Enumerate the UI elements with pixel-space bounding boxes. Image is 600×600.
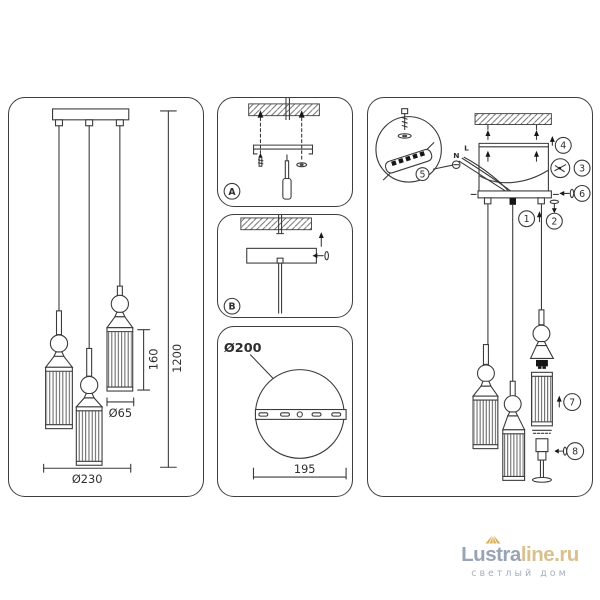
dim-fixture-diameter-label: Ø230 xyxy=(72,472,103,486)
lampshade-icon xyxy=(485,534,501,544)
dimension-total-height: 1200 xyxy=(159,110,184,468)
callout-1-label: 1 xyxy=(524,214,530,225)
screw-left xyxy=(257,110,264,167)
installation-panel: 4 3 N L 6 2 1 xyxy=(367,97,593,497)
pendant-right xyxy=(105,285,134,392)
callout-4-label: 4 xyxy=(560,141,566,152)
mounting-bracket xyxy=(253,144,314,155)
pendant-left xyxy=(44,310,74,430)
pendant-middle xyxy=(502,380,526,481)
wire-clamp-detail xyxy=(550,158,571,179)
step-b-drawing: B xyxy=(223,215,329,315)
ceiling-section xyxy=(248,98,320,121)
dim-bracket-length-label: 195 xyxy=(294,462,316,476)
callout-7-label: 7 xyxy=(569,397,575,408)
wire-live-label: L xyxy=(464,143,469,152)
brand-tagline: светлый дом xyxy=(471,567,569,579)
callout-3-label: 3 xyxy=(579,164,585,175)
step-b-panel: B xyxy=(217,214,353,318)
canopy-plate xyxy=(470,190,559,205)
dimension-shade-height: 160 xyxy=(137,329,160,391)
suspension-cords xyxy=(487,204,542,383)
dimension-fixture-diameter: Ø230 xyxy=(43,463,132,486)
step-a-badge: A xyxy=(223,182,241,200)
suspension-cords xyxy=(58,125,121,351)
side-screw xyxy=(312,251,329,261)
up-arrow xyxy=(318,232,324,247)
ceiling-section xyxy=(240,215,312,235)
bracket-frame xyxy=(478,129,549,192)
overview-panel: 1200 160 Ø65 Ø230 xyxy=(8,97,204,497)
bracket-drawing: Ø200 195 xyxy=(224,341,347,480)
dim-total-height-label: 1200 xyxy=(170,344,184,373)
callout-3: 3 xyxy=(573,159,591,177)
callout-2: 2 xyxy=(545,199,563,230)
callout-5-label: 5 xyxy=(420,169,426,180)
ceiling-section xyxy=(474,113,552,131)
bracket-panel: Ø200 195 xyxy=(217,326,353,497)
step-b-label: B xyxy=(228,302,235,313)
callout-1: 1 xyxy=(518,210,542,228)
screw-right xyxy=(296,110,308,168)
dimension-shade-diameter: Ø65 xyxy=(106,397,135,420)
canopy-bar xyxy=(246,247,317,314)
ceiling-plate xyxy=(52,108,130,127)
brand-name-primary: Lustra xyxy=(461,543,521,566)
dim-canopy-diameter-label: Ø200 xyxy=(224,341,262,356)
screwdriver-icon xyxy=(282,154,292,200)
brand-watermark: Lustraline.ru светлый дом xyxy=(446,534,594,578)
step-a-drawing: A xyxy=(223,98,320,200)
dim-shade-diameter-label: Ø65 xyxy=(109,406,132,420)
step-a-label: A xyxy=(228,187,236,198)
overview-drawing: 1200 160 Ø65 Ø230 xyxy=(43,108,184,486)
dimension-bracket-length: 195 xyxy=(252,462,347,480)
pendant-middle xyxy=(75,347,104,466)
callout-6-label: 6 xyxy=(579,189,585,200)
dim-shade-height-label: 160 xyxy=(146,348,160,370)
callout-7: 7 xyxy=(556,393,582,412)
callout-8-label: 8 xyxy=(572,446,578,457)
pendant-right-exploded xyxy=(529,309,555,434)
callout-2-label: 2 xyxy=(551,217,557,228)
step-a-panel: A xyxy=(217,97,353,207)
installation-drawing: 4 3 N L 6 2 1 xyxy=(375,108,591,483)
step-b-badge: B xyxy=(223,297,241,315)
brand-name: Lustraline.ru xyxy=(446,543,594,566)
canopy-circle xyxy=(254,369,347,459)
callout-6: 6 xyxy=(559,184,591,202)
bulb-icon xyxy=(531,438,552,483)
callout-4: 4 xyxy=(549,135,572,154)
pendant-left xyxy=(471,344,499,450)
leader-line xyxy=(249,354,274,380)
callout-8: 8 xyxy=(554,442,585,461)
terminal-block-detail: 5 xyxy=(375,108,461,183)
brand-name-secondary: line.ru xyxy=(520,543,580,566)
wire-neutral-label: N xyxy=(453,151,459,160)
